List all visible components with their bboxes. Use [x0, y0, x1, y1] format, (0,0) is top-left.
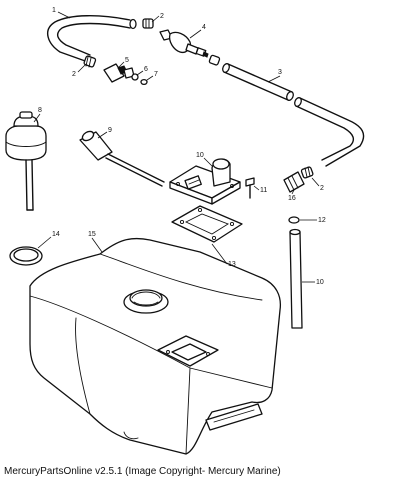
part-15-fuel-tank [29, 237, 282, 455]
callout-9: 9 [108, 127, 112, 134]
callout-16: 16 [288, 195, 296, 202]
callout-8: 8 [38, 107, 42, 114]
part-12-o-ring [288, 216, 300, 224]
part-4-primer-fitting [159, 29, 221, 66]
part-8-fuel-cap [5, 111, 47, 211]
part-1-fuel-hose [47, 15, 137, 63]
callout-2-left: 2 [72, 71, 76, 78]
part-16-fitting [283, 171, 305, 193]
callout-15: 15 [88, 231, 96, 238]
callout-7: 7 [154, 71, 158, 78]
callout-13: 13 [228, 261, 236, 268]
callout-3: 3 [278, 69, 282, 76]
callout-labels: 1 2 4 2 5 6 7 3 8 9 10 11 2 16 12 13 14 … [33, 7, 326, 286]
callout-10-tube: 10 [316, 279, 324, 286]
part-6-fitting [131, 73, 139, 81]
part-2-clamp-top [142, 18, 154, 29]
part-3-hose [222, 63, 365, 167]
part-2-clamp-right [300, 166, 314, 179]
part-13-sender-gasket [171, 205, 243, 243]
part-2-clamp-left [83, 55, 97, 68]
part-7-o-ring [140, 78, 148, 86]
callout-2-right: 2 [320, 185, 324, 192]
image-caption: MercuryPartsOnline v2.5.1 (Image Copyrig… [4, 466, 281, 477]
part-9-float-arm [79, 130, 165, 187]
callout-1: 1 [52, 7, 56, 14]
callout-2-top: 2 [160, 13, 164, 20]
part-14-gasket [9, 246, 43, 266]
callout-4: 4 [202, 24, 206, 31]
part-11-screw [245, 177, 255, 199]
callout-10-sender: 10 [196, 152, 204, 159]
callout-6: 6 [144, 66, 148, 73]
part-10-gauge-sender [169, 158, 241, 205]
callout-11: 11 [260, 187, 267, 194]
callout-12: 12 [318, 217, 326, 224]
callout-5: 5 [125, 57, 129, 64]
part-10-pickup-tube [289, 228, 303, 329]
callout-14: 14 [52, 231, 60, 238]
